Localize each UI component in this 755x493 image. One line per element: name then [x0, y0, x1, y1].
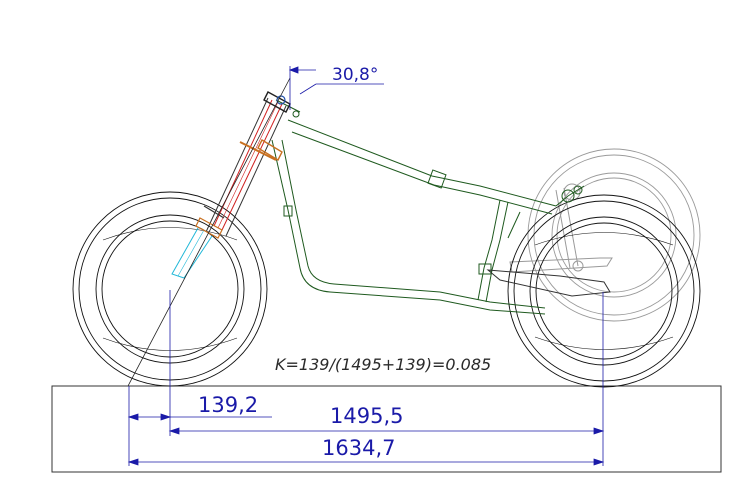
swingarm-ghost — [509, 183, 613, 273]
dim-total-label: 1634,7 — [322, 436, 395, 460]
dim-offset — [127, 413, 272, 421]
ground-base-box — [51, 385, 722, 473]
dim-offset-label: 139,2 — [198, 393, 258, 417]
angle-label: 30,8° — [332, 65, 378, 85]
front-fork — [171, 91, 300, 279]
dim-wheelbase — [168, 427, 605, 435]
angle-dimension — [288, 66, 384, 95]
dim-total — [127, 458, 605, 466]
k-formula: K=139/(1495+139)=0.085 — [275, 355, 491, 374]
frame — [271, 99, 611, 315]
dim-wheelbase-label: 1495,5 — [330, 404, 403, 428]
rear-wheel — [507, 194, 701, 388]
rear-shock-mount — [555, 185, 585, 207]
steering-axis-line — [127, 77, 291, 387]
rear-wheel-ghost — [527, 148, 701, 322]
